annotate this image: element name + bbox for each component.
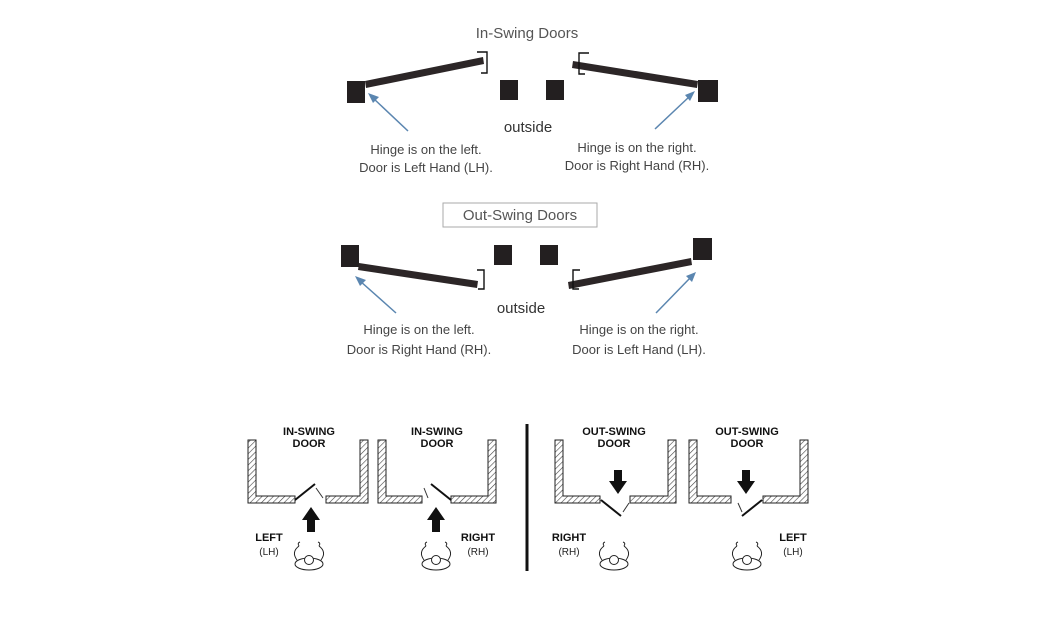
- panel1-swing-gap: [315, 487, 324, 499]
- panel4-side-2: (LH): [783, 547, 802, 558]
- panel4-side-1: LEFT: [779, 532, 807, 544]
- panel4-direction-arrow: [737, 470, 755, 494]
- panel1-title-1: IN-SWING: [283, 426, 335, 438]
- out-right-caption-1: Hinge is on the right.: [579, 322, 698, 337]
- in-left-hinge-jamb: [347, 81, 365, 103]
- panel3-side-2: (RH): [558, 547, 579, 558]
- panel2-swing-gap: [423, 487, 429, 499]
- in-right-caption-2: Door is Right Hand (RH).: [565, 158, 710, 173]
- panel4-person-icon: [731, 541, 763, 571]
- panel2-door-leaf: [430, 483, 452, 501]
- panel-out-swing-right: OUT-SWING DOOR RIGHT (RH): [552, 426, 677, 571]
- panel2-direction-arrow: [427, 507, 445, 532]
- out-right-arrowhead: [686, 272, 696, 282]
- panel3-direction-arrow: [609, 470, 627, 494]
- panel3-wall-right: [629, 439, 677, 504]
- panel3-title-1: OUT-SWING: [582, 426, 646, 438]
- out-left-arrowhead: [355, 276, 366, 286]
- panel2-wall-right: [450, 439, 497, 504]
- panel2-title-1: IN-SWING: [411, 426, 463, 438]
- in-outside-label: outside: [504, 119, 552, 136]
- out-outside-label: outside: [497, 300, 545, 317]
- in-right-arrowhead: [685, 91, 695, 101]
- panel3-title-2: DOOR: [598, 438, 631, 450]
- panel-out-swing-left: OUT-SWING DOOR LEFT (LH): [688, 426, 809, 571]
- panel1-person-icon: [293, 541, 325, 571]
- out-swing-title-box: [442, 202, 598, 228]
- panel1-wall-right: [325, 439, 369, 504]
- in-right-caption-1: Hinge is on the right.: [577, 140, 696, 155]
- out-left-caption-1: Hinge is on the left.: [363, 322, 474, 337]
- panel-in-swing-right: IN-SWING DOOR RIGHT (RH): [377, 426, 497, 571]
- in-left-pointer-arrow: [372, 97, 409, 132]
- panel2-side-1: RIGHT: [461, 532, 496, 544]
- panel3-wall-left: [554, 439, 601, 504]
- in-left-strike-bracket: [477, 51, 488, 74]
- out-left-caption-2: Door is Right Hand (RH).: [347, 342, 492, 357]
- in-swing-title: In-Swing Doors: [476, 25, 579, 42]
- panel2-title-2: DOOR: [421, 438, 454, 450]
- out-right-strike-bracket: [572, 269, 580, 290]
- in-center-jamb-left: [500, 80, 518, 100]
- panel2-wall-left: [377, 439, 423, 504]
- panel2-side-2: (RH): [467, 547, 488, 558]
- panel-in-swing-left: IN-SWING DOOR LEFT (LH): [247, 426, 369, 571]
- in-left-caption-1: Hinge is on the left.: [370, 142, 481, 157]
- in-left-arrowhead: [368, 93, 379, 103]
- panel4-wall-left: [688, 439, 732, 504]
- in-right-hinge-jamb: [698, 80, 718, 102]
- out-right-door-leaf: [568, 258, 692, 289]
- panel4-door-leaf: [741, 499, 763, 517]
- panel4-title-2: DOOR: [731, 438, 764, 450]
- out-right-caption-2: Door is Left Hand (LH).: [572, 342, 706, 357]
- panel3-door-leaf: [600, 499, 622, 517]
- panel1-direction-arrow: [302, 507, 320, 532]
- panel1-title-2: DOOR: [293, 438, 326, 450]
- panel1-side-2: (LH): [259, 547, 278, 558]
- in-left-door-leaf: [365, 57, 484, 88]
- panel3-side-1: RIGHT: [552, 532, 587, 544]
- out-right-pointer-arrow: [655, 276, 692, 314]
- panel4-wall-right: [762, 439, 809, 504]
- panel3-person-icon: [598, 541, 630, 571]
- in-right-pointer-arrow: [654, 95, 691, 130]
- in-right-door-leaf: [572, 61, 698, 88]
- out-left-strike-bracket: [477, 269, 485, 290]
- out-left-hinge-jamb: [341, 245, 359, 267]
- panel1-side-1: LEFT: [255, 532, 283, 544]
- panel4-title-1: OUT-SWING: [715, 426, 779, 438]
- out-center-jamb-left: [494, 245, 512, 265]
- panel1-door-leaf: [294, 483, 316, 501]
- out-swing-title: Out-Swing Doors: [463, 207, 577, 224]
- in-center-jamb-right: [546, 80, 564, 100]
- in-right-strike-bracket: [578, 52, 589, 75]
- out-left-door-leaf: [358, 263, 478, 288]
- out-left-pointer-arrow: [359, 280, 397, 314]
- out-right-hinge-jamb: [693, 238, 712, 260]
- panel2-person-icon: [420, 541, 452, 571]
- in-left-caption-2: Door is Left Hand (LH).: [359, 160, 493, 175]
- out-center-jamb-right: [540, 245, 558, 265]
- panel4-swing-gap: [737, 502, 743, 513]
- panel3-swing-gap: [622, 502, 630, 513]
- panel1-wall-left: [247, 439, 296, 504]
